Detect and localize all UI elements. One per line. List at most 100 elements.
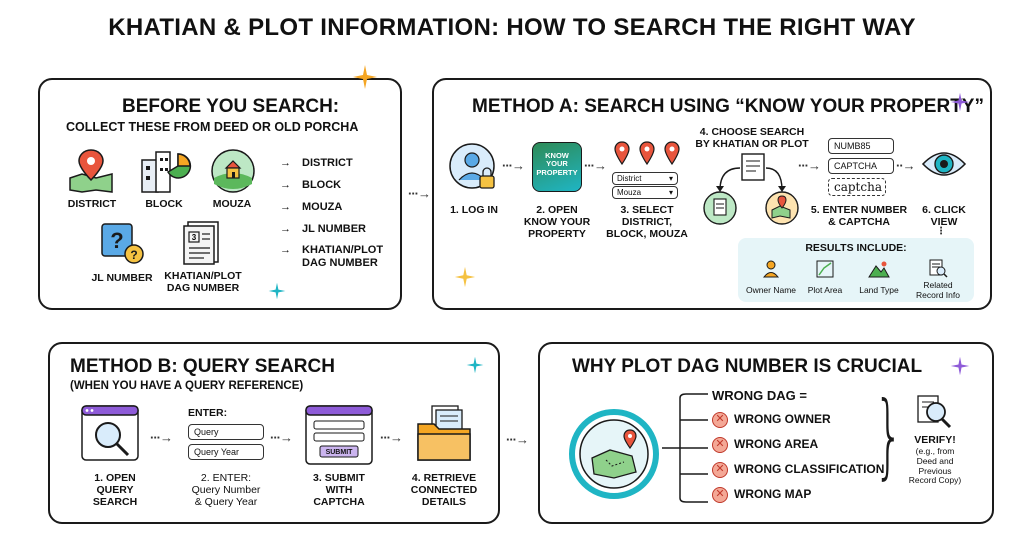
x-circle-icon: ✕ xyxy=(712,437,728,453)
x-circle-icon: ✕ xyxy=(712,462,728,478)
svg-text:3: 3 xyxy=(192,233,197,242)
result-related-record-info: Related Record Info xyxy=(916,280,960,300)
svg-text:?: ? xyxy=(110,228,123,253)
x-circle-icon: ✕ xyxy=(712,487,728,503)
list-item: →DISTRICT xyxy=(280,157,353,169)
icon-label-block: BLOCK xyxy=(145,198,183,210)
query-year-input[interactable]: Query Year xyxy=(188,444,264,460)
area-chart-icon xyxy=(816,260,834,278)
magnifier-document-icon xyxy=(917,395,952,429)
svg-text:?: ? xyxy=(130,248,137,262)
captcha-image: captcha xyxy=(828,178,886,196)
page-title: KHATIAN & PLOT INFORMATION: HOW TO SEARC… xyxy=(108,14,916,41)
method-a-step-4: 4. CHOOSE SEARCH BY KHATIAN OR PLOT xyxy=(695,126,809,151)
method-a-step-3: 3. SELECT DISTRICT, BLOCK, MOUZA xyxy=(606,204,688,241)
chevron-down-icon: ▾ xyxy=(668,188,673,197)
icon-label-jl-number: JL NUMBER xyxy=(91,272,153,284)
eye-icon[interactable] xyxy=(920,146,968,182)
icon-label-district: DISTRICT xyxy=(67,198,117,210)
district-dropdown[interactable]: District▾ xyxy=(612,172,678,185)
method-b-heading: METHOD B: QUERY SEARCH xyxy=(70,356,335,377)
wrong-item: ✕WRONG OWNER xyxy=(712,412,831,428)
flow-arrow-icon: ··→ xyxy=(896,158,916,173)
verify-note: (e.g., from Deed and Previous Record Cop… xyxy=(908,446,962,486)
number-input[interactable]: NUMB85 xyxy=(828,138,894,154)
result-plot-area: Plot Area xyxy=(807,285,843,295)
question-doc-icon: ? ? xyxy=(101,223,144,264)
sparkle-icon xyxy=(268,282,286,300)
wrong-item: ✕WRONG MAP xyxy=(712,487,811,503)
flow-arrow-icon: ···→ xyxy=(584,158,607,173)
submit-window-icon xyxy=(305,405,373,465)
results-title: RESULTS INCLUDE: xyxy=(805,242,907,254)
submit-button[interactable]: SUBMIT xyxy=(325,449,353,456)
building-chart-icon xyxy=(141,151,192,193)
list-item: →KHATIAN/PLOT DAG NUMBER xyxy=(280,244,384,270)
panel-before xyxy=(38,78,402,310)
map-pins-icon xyxy=(614,141,680,166)
arrow-right-icon: → xyxy=(280,201,291,213)
method-a-step-6: 6. CLICK VIEW xyxy=(922,204,966,229)
method-a-step-2: 2. OPEN KNOW YOUR PROPERTY xyxy=(523,204,591,241)
why-heading: WHY PLOT DAG NUMBER IS CRUCIAL xyxy=(572,356,923,377)
chevron-down-icon: ▾ xyxy=(668,174,673,183)
method-a-step-1: 1. LOG IN xyxy=(450,204,498,216)
icon-label-mouza: MOUZA xyxy=(212,198,252,210)
list-item: →BLOCK xyxy=(280,179,342,191)
wrong-item: ✕WRONG AREA xyxy=(712,437,818,453)
flow-arrow-icon: ···→ xyxy=(380,430,403,445)
brace-icon: } xyxy=(874,382,904,489)
arrow-right-icon: → xyxy=(280,157,291,169)
flow-arrow-icon: ···→ xyxy=(408,186,431,201)
plot-document-icon: 3 xyxy=(183,221,219,265)
wrong-dag-title: WRONG DAG = xyxy=(712,388,807,403)
wrong-item: ✕WRONG CLASSIFICATION xyxy=(712,462,884,478)
sparkle-icon xyxy=(950,356,970,376)
browser-search-icon xyxy=(81,405,139,461)
sparkle-icon xyxy=(454,266,476,288)
map-pin-icon xyxy=(69,149,113,193)
result-land-type: Land Type xyxy=(859,285,899,295)
arrow-right-icon: → xyxy=(280,179,291,191)
verify-label: VERIFY! xyxy=(914,434,956,446)
flow-arrow-icon: ···→ xyxy=(502,158,525,173)
village-icon xyxy=(211,149,255,193)
method-b-step-4: 4. RETRIEVE CONNECTED DETAILS xyxy=(410,472,478,509)
search-branch-icon xyxy=(703,153,799,225)
user-lock-icon xyxy=(449,143,495,189)
know-your-property-app-icon[interactable]: KNOW YOUR PROPERTY xyxy=(532,142,582,192)
query-input[interactable]: Query xyxy=(188,424,264,440)
method-a-step-5: 5. ENTER NUMBER & CAPTCHA xyxy=(810,204,908,229)
target-map-icon xyxy=(569,409,659,499)
arrow-right-icon: → xyxy=(280,244,291,256)
method-b-step-1: 1. OPEN QUERY SEARCH xyxy=(92,472,138,509)
flow-arrow-down-icon: ⋮ xyxy=(936,226,946,237)
arrow-right-icon: → xyxy=(280,223,291,235)
connector-lines xyxy=(662,393,708,503)
method-b-subheading: (WHEN YOU HAVE A QUERY REFERENCE) xyxy=(70,380,304,392)
enter-label: ENTER: xyxy=(188,407,228,419)
flow-arrow-icon: ···→ xyxy=(150,430,173,445)
sparkle-icon xyxy=(950,92,970,112)
x-circle-icon: ✕ xyxy=(712,412,728,428)
icon-label-khatian-plot: KHATIAN/PLOT DAG NUMBER xyxy=(164,270,242,295)
flow-arrow-icon: ···→ xyxy=(798,158,821,173)
mouza-dropdown[interactable]: Mouza▾ xyxy=(612,186,678,199)
method-b-step-2: 2. ENTER: Query Number & Query Year xyxy=(191,472,261,509)
captcha-input[interactable]: CAPTCHA xyxy=(828,158,894,174)
sparkle-icon xyxy=(353,65,377,89)
method-a-heading: METHOD A: SEARCH USING “KNOW YOUR PROPER… xyxy=(472,96,984,117)
method-b-step-3: 3. SUBMIT WITH CAPTCHA xyxy=(313,472,365,509)
result-owner-name: Owner Name xyxy=(745,285,797,295)
landscape-icon xyxy=(868,261,890,278)
folder-documents-icon xyxy=(417,405,471,461)
list-item: →MOUZA xyxy=(280,201,343,213)
list-item: →JL NUMBER xyxy=(280,223,366,235)
flow-arrow-icon: ···→ xyxy=(270,430,293,445)
person-icon xyxy=(762,260,780,278)
before-heading: BEFORE YOU SEARCH: xyxy=(122,96,340,117)
before-subheading: COLLECT THESE FROM DEED OR OLD PORCHA xyxy=(66,120,359,134)
sparkle-icon xyxy=(466,356,484,374)
flow-arrow-icon: ···→ xyxy=(506,432,529,447)
record-search-icon xyxy=(929,259,948,278)
